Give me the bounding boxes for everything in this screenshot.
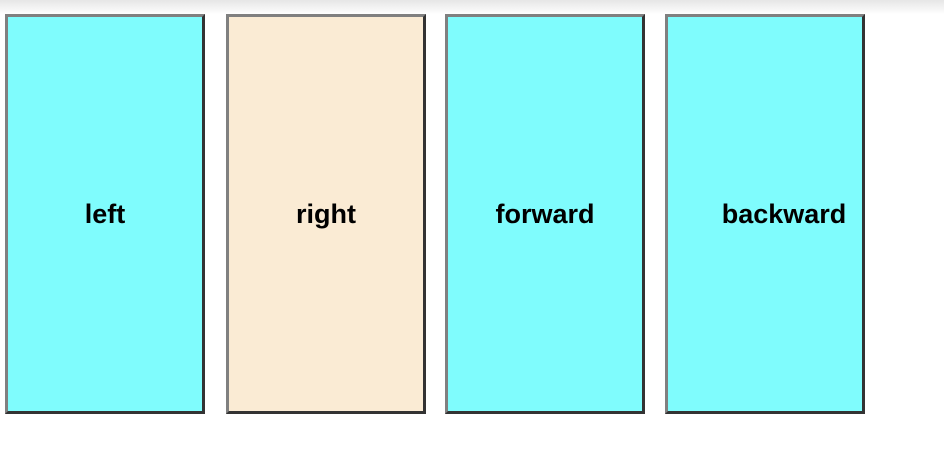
panel-forward-label: forward bbox=[495, 198, 595, 229]
panel-backward[interactable]: backward bbox=[665, 14, 865, 414]
panel-right-label: right bbox=[296, 198, 356, 229]
panel-left-label: left bbox=[84, 198, 126, 229]
panel-forward[interactable]: forward bbox=[445, 14, 645, 414]
panel-right[interactable]: right bbox=[226, 14, 426, 414]
panel-left[interactable]: left bbox=[5, 14, 205, 414]
panel-backward-label: backward bbox=[721, 198, 847, 229]
top-shadow-bar bbox=[0, 0, 944, 14]
